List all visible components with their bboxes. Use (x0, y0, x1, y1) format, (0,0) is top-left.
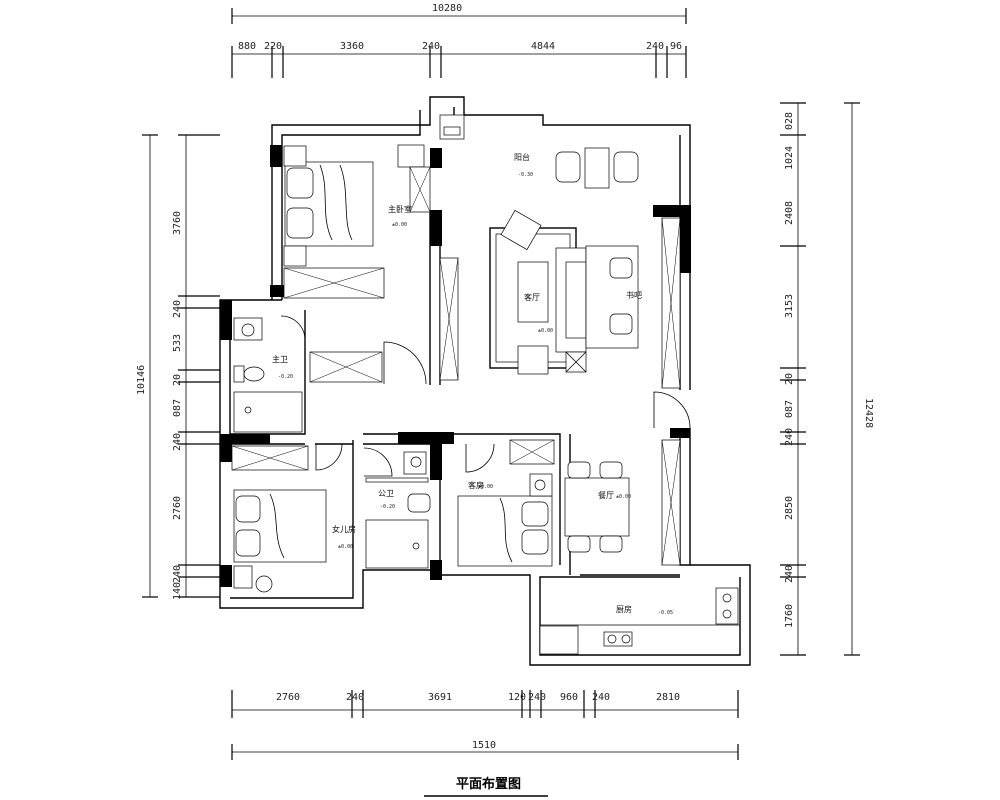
dim-left-087: 087 (172, 399, 183, 417)
dim-left-2760: 2760 (172, 496, 183, 520)
dim-right-028: 028 (784, 112, 795, 130)
level-guest-room: ±0.00 (478, 484, 493, 490)
dim-right-1760: 1760 (784, 604, 795, 628)
dim-left-533: 533 (172, 334, 183, 352)
dim-right-1024: 1024 (784, 146, 795, 170)
dim-left-140: 140 (172, 582, 183, 600)
dim-bottom-120: 120 (508, 692, 526, 703)
dim-right-20: 20 (784, 373, 795, 385)
label-kitchen: 厨房 (616, 604, 632, 614)
dim-top-240b: 240 (646, 41, 664, 52)
doors-arcs (280, 315, 691, 477)
level-daughter-room: ±0.00 (338, 544, 353, 550)
dim-top-880: 880 (238, 41, 256, 52)
level-kitchen: -0.05 (658, 610, 673, 616)
top-dimension-lines: 10280 880 220 3360 240 4844 240 96 (231, 3, 687, 78)
dim-right-2850: 2850 (784, 496, 795, 520)
level-dining-room: ±0.00 (616, 494, 631, 500)
level-living-room: ±0.00 (538, 328, 553, 334)
solid-columns (220, 145, 691, 587)
dim-right-087: 087 (784, 400, 795, 418)
dim-right-3153: 3153 (784, 294, 795, 318)
master-bath-fixtures (233, 317, 303, 433)
level-balcony: -0.30 (518, 172, 533, 178)
study-bar-furniture (585, 245, 639, 349)
right-dimension-lines: 12428 2408 1024 028 3153 20 240 087 2850… (780, 102, 874, 656)
dim-left-overall: 10146 (136, 365, 147, 395)
label-master-bedroom: 主卧室 (388, 204, 412, 214)
dim-top-4844: 4844 (531, 41, 555, 52)
left-dimension-lines: 10146 3760 240 533 20 240 087 2760 240 1… (136, 134, 220, 600)
bottom-dimension-lines: 2760 240 3691 120 240 960 240 2810 1510 (231, 690, 739, 760)
kitchen-fixtures (539, 587, 740, 655)
label-dining-room: 餐厅 (598, 491, 614, 500)
title-text: 平面布置图 (456, 776, 521, 792)
dim-top-3360: 3360 (340, 41, 364, 52)
dim-bottom-960: 960 (560, 692, 578, 703)
dim-top-overall: 10280 (432, 3, 462, 14)
dim-top-240: 240 (422, 41, 440, 52)
dim-left-240: 240 (172, 300, 183, 318)
dim-bottom-2760: 2760 (276, 692, 300, 703)
dim-right-2408: 2408 (784, 201, 795, 225)
label-study-bar: 书吧 (626, 290, 642, 300)
level-public-bath: -0.20 (380, 504, 395, 510)
dim-right-240: 240 (784, 428, 795, 446)
label-living-room: 客厅 (524, 292, 540, 302)
label-guest-room: 客房 (468, 480, 484, 490)
master-wardrobe (283, 144, 425, 299)
dining-furniture (564, 461, 630, 553)
level-master-bedroom: ±0.00 (392, 222, 407, 228)
dim-bottom-3691: 3691 (428, 692, 452, 703)
tv-cabinet (439, 217, 681, 566)
label-balcony: 阳台 (514, 152, 530, 162)
level-master-bath: -0.20 (278, 374, 293, 380)
dim-bottom-240c: 240 (592, 692, 610, 703)
dim-bottom-240: 240 (346, 692, 364, 703)
master-bed (283, 145, 374, 267)
dim-bottom-240b: 240 (528, 692, 546, 703)
dim-top-220: 220 (264, 41, 282, 52)
dim-left-20: 20 (172, 374, 183, 386)
dim-bottom-overall: 1510 (472, 740, 496, 751)
dim-left-240c: 240 (172, 565, 183, 583)
dim-top-96: 96 (670, 41, 682, 52)
balcony-furniture (439, 114, 639, 189)
dim-right-240b: 240 (784, 565, 795, 583)
dim-right-overall: 12428 (863, 398, 874, 428)
daughter-room-furniture (231, 445, 327, 593)
drawing-title: 平面布置图 (424, 776, 548, 797)
living-sofa-set (489, 209, 587, 375)
dim-left-240b: 240 (172, 433, 183, 451)
public-bath-fixtures (365, 451, 431, 569)
dim-bottom-2810: 2810 (656, 692, 680, 703)
label-daughter-room: 女儿房 (332, 524, 356, 534)
room-labels: 主卧室 ±0.00 阳台 -0.30 客厅 ±0.00 书吧 主卫 -0.20 … (272, 152, 673, 616)
master-closet (309, 166, 431, 383)
label-master-bath: 主卫 (272, 354, 288, 364)
guest-room-furniture (457, 439, 555, 567)
label-public-bath: 公卫 (378, 489, 394, 498)
dim-left-3760: 3760 (172, 211, 183, 235)
